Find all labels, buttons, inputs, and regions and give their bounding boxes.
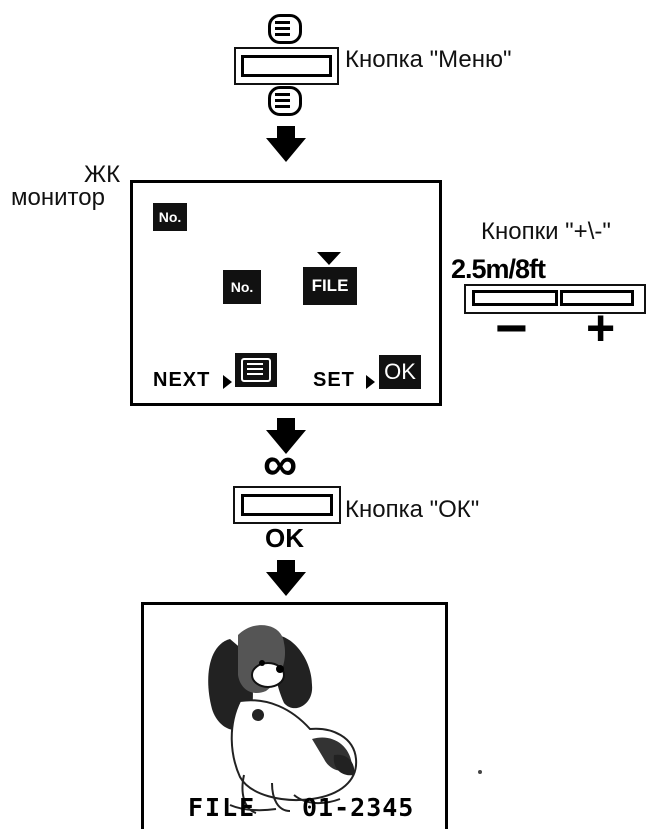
- no-badge-center: No.: [223, 270, 261, 304]
- plus-minus-label: Кнопки "+\-": [481, 218, 611, 246]
- photo-file-number: 01-2345: [302, 793, 414, 822]
- distance-label: 2.5m/8ft: [451, 254, 545, 285]
- ok-badge: OK: [379, 355, 421, 389]
- no-badge-corner: No.: [153, 203, 187, 231]
- menu-button-label: Кнопка "Меню": [345, 46, 512, 74]
- menu-icon-top: [268, 14, 302, 44]
- next-menu-badge: [235, 353, 277, 387]
- lcd-monitor: No. No. FILE NEXT SET OK: [130, 180, 442, 406]
- next-label: NEXT: [153, 369, 210, 392]
- photo-screen: FILE 01-2345: [141, 602, 448, 829]
- plus-sign: +: [586, 303, 615, 353]
- stray-dot: [478, 770, 482, 774]
- menu-button[interactable]: [234, 47, 339, 85]
- ok-caption: OK: [265, 523, 304, 554]
- menu-icon-bottom: [268, 86, 302, 116]
- minus-sign: −: [495, 300, 528, 356]
- photo-file-label: FILE: [188, 793, 256, 822]
- next-pointer-icon: [223, 375, 233, 389]
- lcd-label-line2: монитор: [11, 184, 105, 212]
- selection-triangle-icon: [317, 252, 341, 266]
- plus-minus-button[interactable]: [464, 284, 646, 314]
- set-label: SET: [313, 369, 355, 392]
- infinity-icon: ∞: [263, 441, 297, 489]
- down-arrow-icon: [264, 560, 308, 598]
- ok-button-label: Кнопка "ОК": [345, 496, 479, 524]
- down-arrow-icon: [264, 126, 308, 164]
- file-badge[interactable]: FILE: [303, 267, 357, 305]
- set-pointer-icon: [366, 375, 376, 389]
- ok-button[interactable]: [233, 486, 341, 524]
